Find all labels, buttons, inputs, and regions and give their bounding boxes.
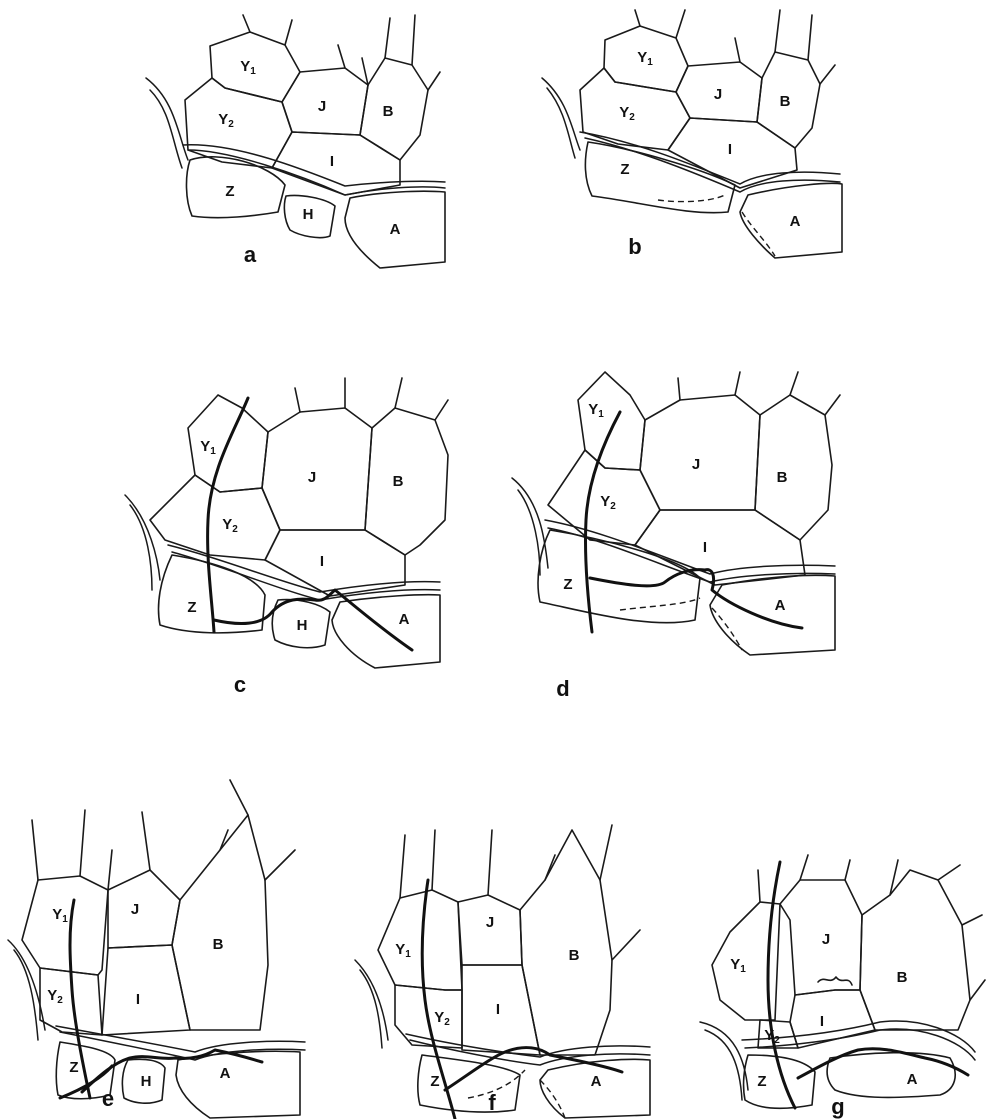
panel-f-cell-j: J bbox=[486, 914, 494, 931]
panel-c: Y1 Y2 J B I Z H A c bbox=[125, 378, 448, 697]
panel-a-cell-y2: Y2 bbox=[218, 111, 234, 130]
panel-g-cell-i: I bbox=[820, 1013, 824, 1030]
panel-g-cell-b: B bbox=[897, 969, 908, 986]
panel-f-cell-z: Z bbox=[430, 1073, 439, 1090]
panel-e-cell-y1: Y1 bbox=[52, 906, 68, 925]
panel-g-cell-z: Z bbox=[757, 1073, 766, 1090]
panel-d-cell-i: I bbox=[703, 539, 707, 556]
panel-a-label: a bbox=[244, 242, 257, 267]
panel-d-cell-y2: Y2 bbox=[600, 493, 616, 512]
panel-f: Y1 Y2 J B I Z A f bbox=[355, 825, 650, 1119]
panel-b-cell-j: J bbox=[714, 86, 722, 103]
panel-f-label: f bbox=[488, 1090, 496, 1115]
panel-d: Y1 Y2 J B I Z A d bbox=[512, 372, 840, 701]
panel-g-cell-a: A bbox=[907, 1071, 918, 1088]
panel-f-cell-a: A bbox=[591, 1073, 602, 1090]
panel-f-cell-y1: Y1 bbox=[395, 941, 411, 960]
panel-d-cell-a: A bbox=[775, 597, 786, 614]
panel-e-cell-a: A bbox=[220, 1065, 231, 1082]
panel-a-cell-z: Z bbox=[225, 183, 234, 200]
panel-g-cell-y2: Y2 bbox=[764, 1027, 780, 1046]
panel-f-cell-y2: Y2 bbox=[434, 1009, 450, 1028]
panel-b-cell-y2: Y2 bbox=[619, 104, 635, 123]
panel-e-cell-y2: Y2 bbox=[47, 987, 63, 1006]
panel-g-label: g bbox=[831, 1094, 844, 1119]
panel-b-cell-b: B bbox=[780, 93, 791, 110]
panel-f-cell-i: I bbox=[496, 1001, 500, 1018]
panel-b-cell-y1: Y1 bbox=[637, 49, 653, 68]
panel-c-cell-z: Z bbox=[187, 599, 196, 616]
panel-a: Y1 Y2 J B I Z H A a bbox=[146, 15, 445, 268]
panel-g: Y1 Y2 J B I Z A g bbox=[700, 855, 985, 1119]
panel-d-cell-b: B bbox=[777, 469, 788, 486]
panel-d-label: d bbox=[556, 676, 569, 701]
panel-e: Y1 Y2 J B I Z H A e bbox=[8, 780, 305, 1118]
panel-a-cell-b: B bbox=[383, 103, 394, 120]
panel-e-cell-j: J bbox=[131, 901, 139, 918]
panel-c-label: c bbox=[234, 672, 246, 697]
panel-d-cell-j: J bbox=[692, 456, 700, 473]
panel-g-cell-j: J bbox=[822, 931, 830, 948]
panel-c-cell-b: B bbox=[393, 473, 404, 490]
panel-a-cell-i: I bbox=[330, 153, 334, 170]
panel-b-cell-a: A bbox=[790, 213, 801, 230]
panel-a-cell-j: J bbox=[318, 98, 326, 115]
panel-a-cell-h: H bbox=[303, 206, 314, 223]
panel-c-cell-a: A bbox=[399, 611, 410, 628]
panel-c-cell-y2: Y2 bbox=[222, 516, 238, 535]
panel-e-cell-z: Z bbox=[69, 1059, 78, 1076]
panel-e-label: e bbox=[102, 1086, 114, 1111]
panel-f-cell-b: B bbox=[569, 947, 580, 964]
panel-e-cell-b: B bbox=[213, 936, 224, 953]
panel-d-cell-z: Z bbox=[563, 576, 572, 593]
panel-a-cell-y1: Y1 bbox=[240, 58, 256, 77]
panel-a-cell-a: A bbox=[390, 221, 401, 238]
panel-d-cell-y1: Y1 bbox=[588, 401, 604, 420]
panel-e-cell-h: H bbox=[141, 1073, 152, 1090]
panel-c-cell-h: H bbox=[297, 617, 308, 634]
panel-b-label: b bbox=[628, 234, 641, 259]
panel-b-cell-i: I bbox=[728, 141, 732, 158]
panel-c-cell-j: J bbox=[308, 469, 316, 486]
panel-e-cell-i: I bbox=[136, 991, 140, 1008]
panel-b-cell-z: Z bbox=[620, 161, 629, 178]
panel-g-cell-y1: Y1 bbox=[730, 956, 746, 975]
panel-b: Y1 Y2 J B I Z A b bbox=[542, 10, 842, 259]
panel-c-cell-y1: Y1 bbox=[200, 438, 216, 457]
panel-c-cell-i: I bbox=[320, 553, 324, 570]
